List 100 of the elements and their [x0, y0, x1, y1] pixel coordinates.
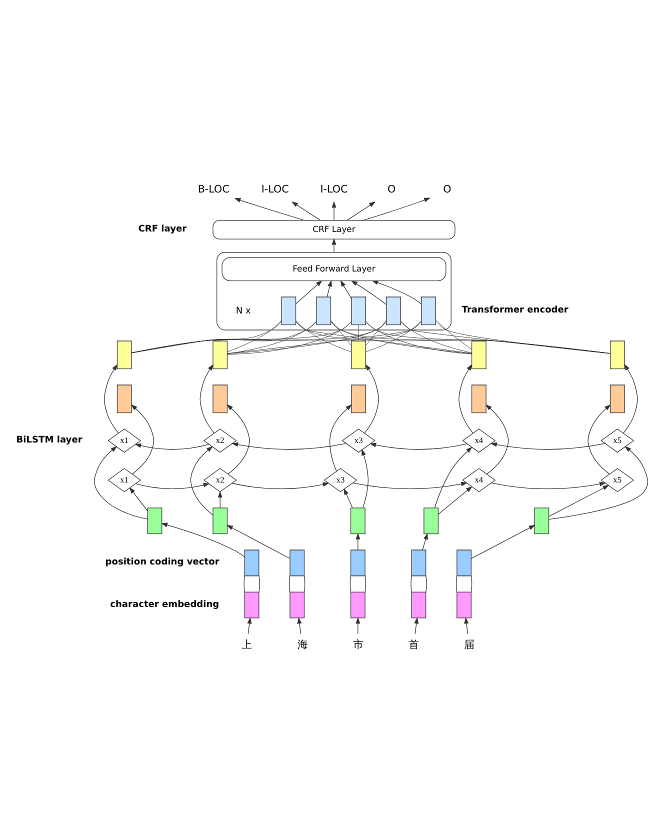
node-box: [610, 340, 625, 370]
arrow: [247, 617, 252, 634]
node-box: [290, 550, 305, 576]
arrow: [588, 404, 611, 474]
connector: [456, 575, 458, 593]
node-box: [411, 592, 426, 618]
connector: [227, 321, 352, 355]
label: BiLSTM layer: [16, 435, 82, 446]
node-box: [212, 508, 228, 534]
arrow: [332, 238, 336, 253]
node-text: 届: [464, 639, 474, 652]
arrow: [356, 532, 360, 550]
node-box: [116, 340, 132, 370]
arrow: [130, 404, 154, 474]
arrow: [548, 485, 610, 517]
node-box: [386, 296, 401, 326]
connector: [366, 320, 422, 352]
arrow: [291, 201, 321, 221]
arrow: [232, 442, 347, 450]
arrow: [297, 617, 302, 634]
connector: [358, 324, 359, 342]
connector: [227, 321, 387, 354]
connector: [364, 575, 366, 593]
connector: [296, 321, 472, 354]
arrow: [438, 486, 472, 515]
node-box: [472, 384, 486, 414]
arrow: [434, 446, 472, 508]
node-box: [350, 550, 366, 576]
node-box: [244, 550, 260, 576]
arrow: [296, 280, 322, 304]
node-box: [290, 592, 305, 618]
label: CRF layer: [138, 224, 187, 234]
node-box: Feed Forward Layer: [222, 257, 446, 282]
connector: [470, 575, 472, 593]
arrow: [226, 404, 250, 474]
connector: [227, 321, 422, 354]
node-box: [212, 384, 228, 414]
connector: [227, 320, 317, 354]
arrow: [414, 617, 419, 634]
node-box: [424, 508, 438, 534]
arrow: [370, 442, 468, 450]
arrow: [232, 482, 330, 490]
arrow: [350, 280, 387, 305]
node-box: CRF Layer: [212, 220, 456, 240]
node-box: [147, 508, 162, 534]
connector: [131, 321, 317, 354]
arrow: [623, 364, 638, 434]
node-box: [411, 550, 426, 576]
arrow: [344, 488, 353, 508]
arrow: [135, 482, 210, 490]
connector: [258, 575, 260, 593]
node-box: [351, 296, 366, 326]
node-box: [351, 384, 366, 414]
arrow: [129, 487, 148, 512]
node-box: [534, 508, 550, 534]
cluster: [216, 252, 452, 330]
node-box: [116, 384, 132, 414]
label: Transformer encoder: [462, 306, 568, 316]
arrow: [548, 446, 648, 520]
arrow: [326, 280, 332, 298]
arrow: [364, 364, 379, 434]
connector: [426, 575, 427, 593]
node-text: 市: [352, 639, 363, 652]
node-box: [350, 592, 366, 618]
node-box: [610, 384, 625, 414]
label: character embedding: [110, 600, 220, 610]
node-text: 海: [297, 639, 308, 652]
label: N x: [236, 306, 251, 316]
node-box: [316, 296, 332, 326]
connector: [330, 320, 352, 346]
arrow: [372, 280, 422, 304]
connector: [296, 320, 352, 352]
connector: [365, 320, 472, 354]
node-box: [350, 508, 366, 534]
arrow: [422, 532, 428, 550]
arrow: [200, 364, 214, 434]
arrow: [470, 524, 536, 559]
node-text: 首: [408, 639, 419, 652]
node-text: 上: [242, 639, 252, 652]
arrow: [485, 404, 509, 474]
connector: [244, 575, 245, 593]
node-box: [351, 340, 366, 370]
connector: [131, 321, 352, 354]
connector: [400, 320, 472, 354]
arrow: [134, 443, 210, 450]
arrow: [362, 449, 368, 508]
connector: [435, 320, 610, 354]
arrow: [362, 198, 431, 221]
node-text: O: [443, 184, 452, 196]
arrow: [226, 524, 290, 559]
arrow: [464, 617, 469, 634]
node-text: I-LOC: [261, 184, 289, 196]
arrow: [491, 482, 606, 490]
arrow: [234, 198, 305, 221]
arrow: [490, 442, 606, 450]
arrow: [352, 482, 468, 490]
arrow: [340, 280, 352, 299]
arrow: [218, 491, 222, 508]
arrow: [330, 404, 352, 472]
arrow: [347, 201, 376, 221]
